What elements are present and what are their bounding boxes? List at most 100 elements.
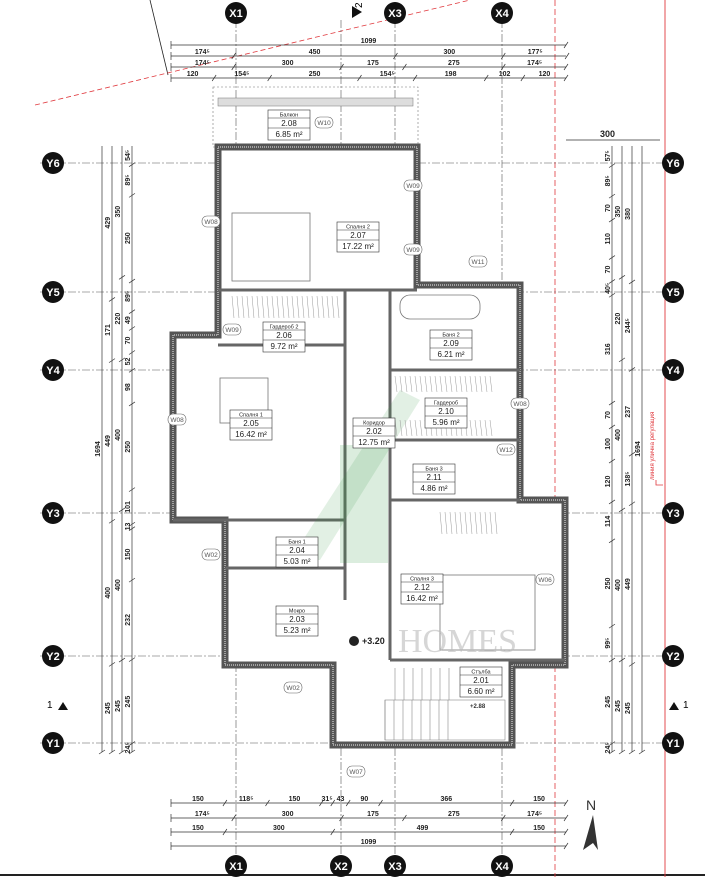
dimension-value: 40⁵ xyxy=(605,283,612,294)
dimension-value: 450 xyxy=(309,49,321,56)
room-label: Спалня 12.05 16.42 m² xyxy=(229,409,273,441)
dimension-tick xyxy=(608,400,616,406)
dimension-tick xyxy=(608,499,616,505)
dimension-tick xyxy=(563,63,569,71)
dimension-value: 400 xyxy=(615,429,622,441)
dimension-value: 114 xyxy=(605,516,612,527)
room-label: Баня 12.045.03 m² xyxy=(275,536,319,568)
wardrobe-hatch xyxy=(404,419,408,437)
room-area: 16.42 m² xyxy=(235,430,267,439)
room-number: 2.05 xyxy=(243,419,259,428)
dimension-tick xyxy=(345,799,351,807)
room-area: 12.75 m² xyxy=(358,438,390,447)
dimension-value: 150 xyxy=(289,796,301,803)
axis-bubble-y6 xyxy=(42,152,64,174)
room-label: Гардероб 22.069.72 m² xyxy=(262,321,306,353)
regulation-pointer xyxy=(655,480,663,486)
room-name: Спалня 1 xyxy=(239,413,263,419)
room-number: 2.04 xyxy=(289,546,305,555)
dimension-tick xyxy=(520,74,526,82)
offset-dim: 300 xyxy=(600,129,615,139)
dimension-tick xyxy=(483,74,489,82)
dimension-tick xyxy=(330,828,336,836)
window-tag xyxy=(468,255,488,268)
dimension-value: 400 xyxy=(115,579,122,591)
dimension-tick xyxy=(211,74,217,82)
dimension-value: 449 xyxy=(625,578,632,590)
regulation-label: линия улична регулация xyxy=(650,412,656,480)
dimension-tick xyxy=(563,828,569,836)
dimension-tick xyxy=(509,828,515,836)
dimension-tick xyxy=(231,63,237,71)
wardrobe-hatch xyxy=(306,295,310,319)
stair-flight xyxy=(384,699,506,741)
wardrobe-hatch xyxy=(444,511,448,535)
wardrobe-hatch xyxy=(469,419,473,437)
dimension-value: 150 xyxy=(192,825,204,832)
dimension-tick xyxy=(500,63,506,71)
window-id: W02 xyxy=(286,685,300,692)
room-name: Баня 2 xyxy=(442,333,459,339)
wall-insulation xyxy=(172,146,566,746)
dimension-value: 70 xyxy=(605,204,612,212)
dimension-value: 13 xyxy=(125,522,132,530)
axis-bubble-x2 xyxy=(330,855,352,877)
dimension-tick xyxy=(608,623,616,629)
dimension-value: 138⁵ xyxy=(625,471,632,486)
wardrobe-hatch xyxy=(311,295,315,319)
watermark-logo: HOMES xyxy=(398,623,517,660)
bed-bedroom-2 xyxy=(231,212,311,282)
room-area: 16.42 m² xyxy=(406,594,438,603)
dimension-tick xyxy=(128,368,136,373)
dimension-value: 24⁵ xyxy=(125,742,132,753)
wardrobe-hatch xyxy=(271,295,275,319)
dimension-tick xyxy=(608,279,616,284)
wardrobe-hatch xyxy=(266,295,270,319)
dimension-tick xyxy=(319,799,324,807)
room-name: Спалня 2 xyxy=(346,225,370,231)
wardrobe-hatch xyxy=(231,295,235,319)
room-label-box xyxy=(459,666,503,698)
wardrobe-hatch xyxy=(489,375,493,393)
dimension-value: 174⁵ xyxy=(527,60,542,67)
dimension-value: 89⁵ xyxy=(125,174,132,185)
axis-bubble-y3 xyxy=(662,502,684,524)
axis-bubble-y4 xyxy=(662,359,684,381)
room-number: 2.03 xyxy=(289,615,305,624)
section-left-label: 1 xyxy=(47,700,53,711)
stair-highlight xyxy=(340,445,388,563)
wardrobe-hatch xyxy=(479,511,483,535)
dimension-value: 49 xyxy=(125,316,132,324)
axis-label-left: Y4 xyxy=(46,365,60,377)
wardrobe-hatch xyxy=(331,295,335,319)
section-arrow-icon xyxy=(669,702,679,710)
dimension-tick xyxy=(231,52,237,60)
window-tag xyxy=(496,443,516,456)
dimension-tick xyxy=(128,741,136,746)
window-tag xyxy=(403,243,423,256)
room-name: Мокро xyxy=(289,609,305,615)
section-arrow-icon xyxy=(58,702,68,710)
window-id: W08 xyxy=(170,417,184,424)
window-id: W09 xyxy=(406,247,420,254)
dimension-tick xyxy=(608,424,616,430)
dimension-tick xyxy=(128,401,136,407)
dimension-value: 300 xyxy=(444,49,456,56)
wardrobe-hatch xyxy=(469,375,473,393)
dimension-value: 232 xyxy=(125,614,132,626)
dimension-value: 400 xyxy=(115,429,122,441)
wardrobe-hatch xyxy=(326,295,330,319)
stair-level: +2.88 xyxy=(470,704,486,710)
room-label-box xyxy=(262,321,306,353)
dimension-tick xyxy=(618,657,626,663)
dimension-tick xyxy=(608,749,616,755)
wardrobe-hatch xyxy=(241,295,245,319)
balcony-outline xyxy=(212,86,419,148)
wardrobe-hatch xyxy=(494,511,498,535)
dimension-tick xyxy=(608,193,616,199)
axis-label-right: Y2 xyxy=(666,651,679,663)
